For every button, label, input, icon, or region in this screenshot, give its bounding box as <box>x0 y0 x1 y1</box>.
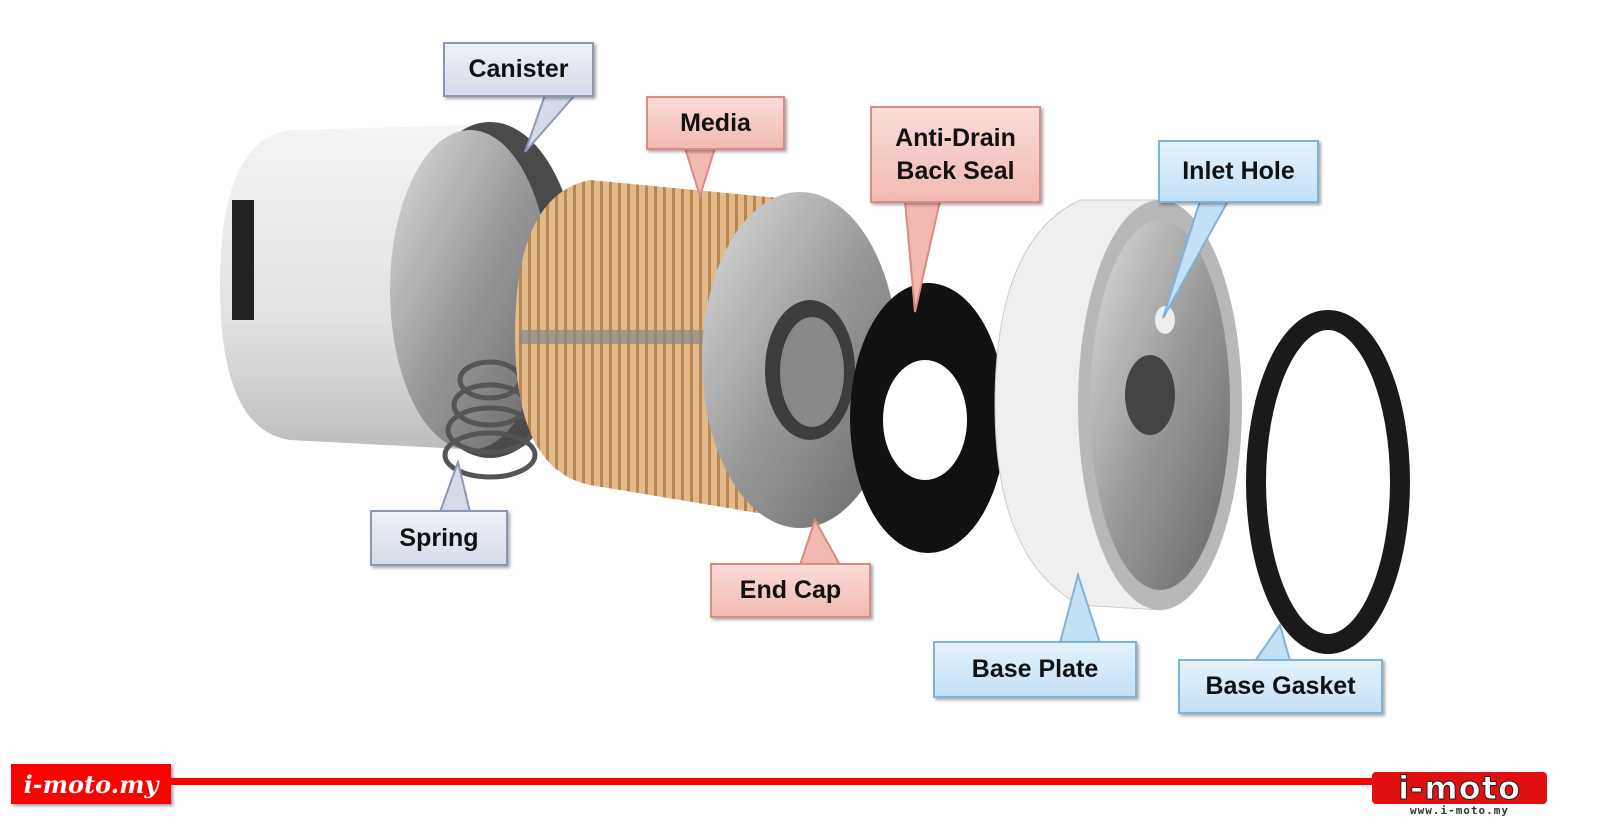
base-plate-part <box>994 199 1242 611</box>
callout-end-cap: End Cap <box>710 563 871 618</box>
callout-spring: Spring <box>370 510 508 566</box>
anti-drain-back-seal-part <box>850 283 1006 553</box>
footer-red-divider <box>171 778 1381 785</box>
base-gasket-part <box>1246 310 1410 654</box>
callout-inlet-hole: Inlet Hole <box>1158 140 1319 203</box>
imoto-my-logo: i-moto.my <box>11 764 171 804</box>
callout-anti-drain-back-seal: Anti-Drain Back Seal <box>870 106 1041 203</box>
callout-anti-drain-line1: Anti-Drain <box>895 123 1016 152</box>
callout-pointers <box>438 94 1292 662</box>
callout-media: Media <box>646 96 785 150</box>
media-part <box>515 180 898 528</box>
callout-anti-drain-line2: Back Seal <box>896 156 1015 185</box>
imoto-url: www.i-moto.my <box>1409 804 1510 817</box>
callout-canister: Canister <box>443 42 594 97</box>
imoto-logo: i-moto www.i-moto.my <box>1372 772 1547 817</box>
imoto-logo-text: i-moto <box>1372 772 1547 805</box>
callout-base-plate: Base Plate <box>933 641 1137 698</box>
callout-base-gasket: Base Gasket <box>1178 659 1383 714</box>
